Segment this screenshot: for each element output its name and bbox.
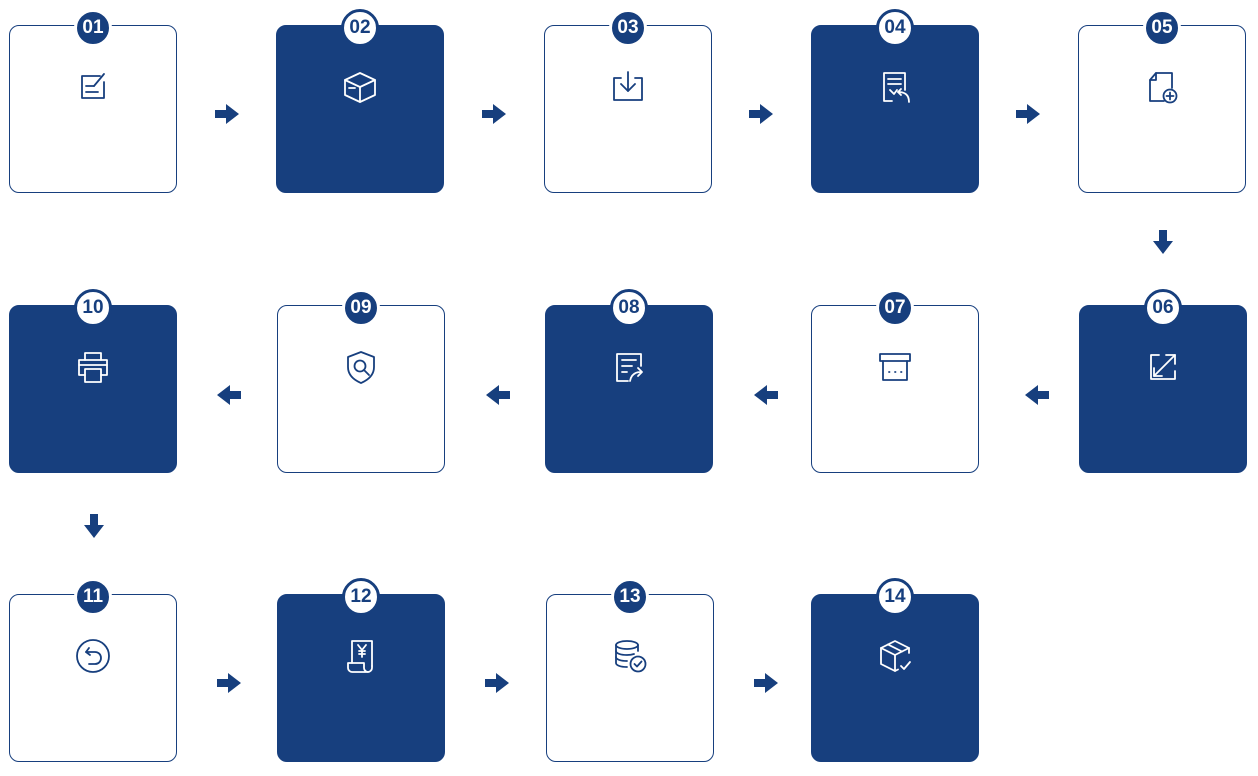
add-document-icon: [1143, 68, 1181, 106]
flow-arrow-left: [751, 380, 781, 410]
step-card-11: 11: [9, 578, 177, 762]
step-card-09: 09: [277, 289, 445, 473]
step-card-03: 03: [544, 9, 712, 193]
download-tray-icon: [609, 68, 647, 106]
printer-icon: [74, 348, 112, 386]
flow-arrow-left: [1022, 380, 1052, 410]
package-box-icon: [341, 68, 379, 106]
step-card-13: 13: [546, 578, 714, 762]
yen-receipt-icon: [342, 637, 380, 675]
flow-arrow-right: [751, 668, 781, 698]
undo-circle-icon: [74, 637, 112, 675]
document-return-icon: [876, 68, 914, 106]
flow-arrow-right: [212, 99, 242, 129]
shield-search-icon: [342, 348, 380, 386]
step-number-badge: 07: [876, 289, 914, 327]
step-number-badge: 06: [1144, 289, 1182, 327]
step-number-badge: 10: [74, 289, 112, 327]
flow-arrow-down: [1148, 227, 1178, 257]
step-number-badge: 14: [876, 578, 914, 616]
step-number-badge: 03: [609, 9, 647, 47]
step-number-badge: 01: [74, 9, 112, 47]
flow-arrow-right: [479, 99, 509, 129]
step-card-12: 12: [277, 578, 445, 762]
step-number-badge: 02: [341, 9, 379, 47]
document-share-icon: [610, 348, 648, 386]
step-number-badge: 05: [1143, 9, 1181, 47]
step-card-07: 07: [811, 289, 979, 473]
flow-arrow-right: [214, 668, 244, 698]
flow-arrow-right: [482, 668, 512, 698]
step-number-badge: 12: [342, 578, 380, 616]
step-card-06: 06: [1079, 289, 1247, 473]
flow-arrow-right: [746, 99, 776, 129]
flow-arrow-right: [1013, 99, 1043, 129]
step-number-badge: 04: [876, 9, 914, 47]
step-card-02: 02: [276, 9, 444, 193]
flow-arrow-down: [79, 511, 109, 541]
step-number-badge: 08: [610, 289, 648, 327]
step-number-badge: 13: [611, 578, 649, 616]
step-card-04: 04: [811, 9, 979, 193]
step-card-14: 14: [811, 578, 979, 762]
flow-arrow-left: [483, 380, 513, 410]
archive-box-icon: [876, 348, 914, 386]
step-card-01: 01: [9, 9, 177, 193]
flow-arrow-left: [214, 380, 244, 410]
edit-document-icon: [74, 68, 112, 106]
step-number-badge: 11: [74, 578, 112, 616]
step-card-08: 08: [545, 289, 713, 473]
package-check-icon: [876, 637, 914, 675]
database-check-icon: [611, 637, 649, 675]
expand-arrows-icon: [1144, 348, 1182, 386]
step-number-badge: 09: [342, 289, 380, 327]
step-card-05: 05: [1078, 9, 1246, 193]
step-card-10: 10: [9, 289, 177, 473]
